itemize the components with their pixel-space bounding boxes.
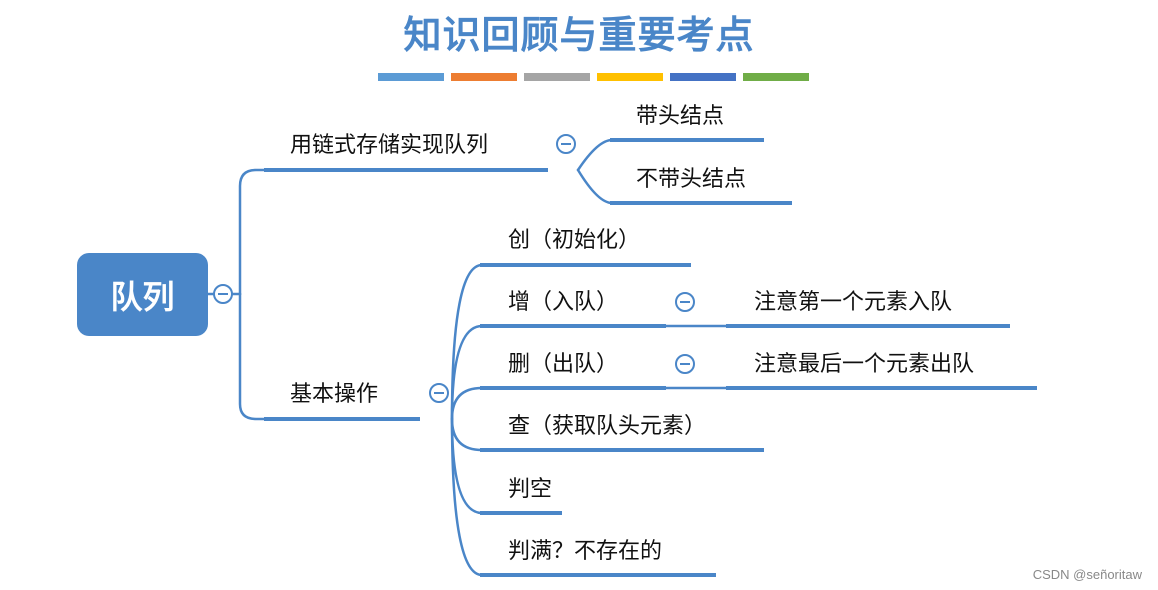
root-label: 队列 [110, 277, 175, 316]
branch-ops-label[interactable]: 基本操作 [290, 382, 379, 407]
color-bar-3 [524, 73, 590, 81]
branch-ops-collapse-icon[interactable] [429, 383, 449, 403]
root-node[interactable]: 队列 [77, 253, 208, 336]
enqueue-collapse-icon[interactable] [675, 292, 695, 312]
dequeue-collapse-icon[interactable] [675, 354, 695, 374]
color-bar-5 [670, 73, 736, 81]
node-dequeue-note[interactable]: 注意最后一个元素出队 [754, 352, 975, 377]
footer-credit: CSDN @señoritaw [1032, 567, 1142, 582]
connector-ops-to-empty [450, 417, 484, 515]
connector-ops-to-dequeue [450, 386, 484, 421]
connector-root-to-linked [238, 168, 268, 296]
connector-linked-to-head [576, 138, 614, 172]
node-without-head[interactable]: 不带头结点 [636, 167, 747, 192]
node-full[interactable]: 判满？不存在的 [508, 539, 663, 564]
node-empty[interactable]: 判空 [508, 477, 553, 502]
connector-linked-to-nohead [576, 168, 614, 205]
color-bar-1 [378, 73, 444, 81]
color-bar-6 [743, 73, 809, 81]
root-collapse-icon[interactable] [213, 284, 233, 304]
node-with-head[interactable]: 带头结点 [636, 104, 725, 129]
branch-linked-label[interactable]: 用链式存储实现队列 [290, 133, 489, 158]
connector-ops-to-full [450, 417, 484, 577]
node-dequeue[interactable]: 删（出队） [508, 352, 619, 377]
branch-linked-collapse-icon[interactable] [556, 134, 576, 154]
node-peek[interactable]: 查（获取队头元素） [508, 414, 707, 439]
node-enqueue[interactable]: 增（入队） [508, 290, 619, 315]
title-color-bars [378, 73, 809, 81]
color-bar-2 [451, 73, 517, 81]
connector-root-to-ops [238, 292, 268, 421]
page-title: 知识回顾与重要考点 [403, 12, 755, 57]
connector-ops-to-enqueue [450, 324, 484, 421]
connector-ops-to-create [450, 263, 484, 421]
node-enqueue-note[interactable]: 注意第一个元素入队 [754, 290, 953, 315]
connector-ops-to-peek [450, 417, 484, 452]
color-bar-4 [597, 73, 663, 81]
node-create[interactable]: 创（初始化） [508, 228, 641, 253]
